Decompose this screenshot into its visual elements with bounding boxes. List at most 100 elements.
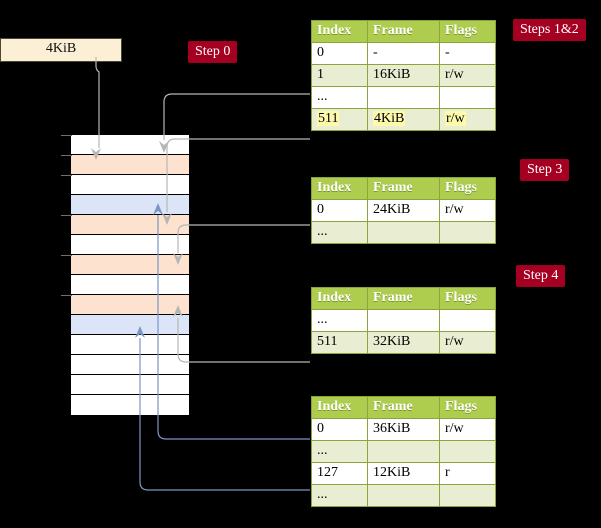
column-header-frame: Frame	[367, 396, 440, 419]
cell-frame: 24KiB	[367, 199, 440, 222]
cell-flags: r/w	[439, 64, 496, 87]
cell-flags	[439, 221, 496, 244]
cell-flags: r/w	[439, 108, 496, 131]
cell-flags	[439, 484, 496, 507]
memory-frame-row	[71, 175, 189, 195]
memory-frame-tick	[61, 255, 72, 256]
cell-flags: r	[439, 462, 496, 485]
memory-frame-row	[71, 215, 189, 235]
cell-frame	[367, 309, 440, 332]
memory-frame-tick	[61, 175, 72, 176]
memory-frame-row	[71, 375, 189, 395]
table-row: ...	[311, 484, 496, 507]
memory-frame-row	[71, 335, 189, 355]
memory-frame-row	[71, 355, 189, 375]
column-header-flags: Flags	[439, 396, 496, 419]
cell-index: 0	[311, 42, 368, 65]
badge-step-4: Step 4	[516, 265, 566, 287]
column-header-flags: Flags	[439, 287, 496, 310]
cell-index: ...	[311, 440, 368, 463]
source-frame-label: 4KiB	[45, 41, 77, 56]
highlighted-value: 511	[317, 111, 340, 126]
cell-flags: r/w	[439, 199, 496, 222]
column-header-frame: Frame	[367, 287, 440, 310]
memory-frame-tick	[61, 215, 72, 216]
cell-flags	[439, 86, 496, 109]
badge-step-3: Step 3	[520, 159, 570, 181]
column-header-flags: Flags	[439, 20, 496, 43]
table-row: ...	[311, 440, 496, 463]
table-row: ...	[311, 221, 496, 244]
cell-index: 511	[311, 331, 368, 354]
cell-frame: 32KiB	[367, 331, 440, 354]
cell-index: ...	[311, 86, 368, 109]
memory-frame-row	[71, 255, 189, 275]
cell-flags	[439, 440, 496, 463]
memory-frame-row	[71, 275, 189, 295]
table-row: ...	[311, 309, 496, 332]
column-header-index: Index	[311, 396, 368, 419]
column-header-frame: Frame	[367, 177, 440, 200]
memory-frame-row	[71, 195, 189, 215]
cell-index: ...	[311, 484, 368, 507]
cell-frame: 36KiB	[367, 418, 440, 441]
cell-index: 0	[311, 418, 368, 441]
memory-frame-row	[71, 315, 189, 335]
highlighted-value: r/w	[445, 111, 466, 126]
cell-index: 1	[311, 64, 368, 87]
cell-flags	[439, 309, 496, 332]
table-row: 0--	[311, 42, 496, 65]
column-header-frame: Frame	[367, 20, 440, 43]
cell-index: 0	[311, 199, 368, 222]
memory-frame-row	[71, 135, 189, 155]
cell-flags: r/w	[439, 331, 496, 354]
cell-index: 511	[311, 108, 368, 131]
badge-steps-1-2: Steps 1&2	[513, 19, 586, 41]
wire-mem-row9-to-l2-511	[177, 318, 310, 363]
cell-frame: 12KiB	[367, 462, 440, 485]
cell-flags: r/w	[439, 418, 496, 441]
source-frame-box: 4KiB	[0, 38, 122, 62]
column-header-index: Index	[311, 20, 368, 43]
cell-index: ...	[311, 221, 368, 244]
memory-frame-tick	[61, 295, 72, 296]
cell-frame: -	[367, 42, 440, 65]
cell-frame: 4KiB	[367, 108, 440, 131]
cell-flags: -	[439, 42, 496, 65]
cell-index: ...	[311, 309, 368, 332]
column-header-index: Index	[311, 287, 368, 310]
memory-frame-row	[71, 155, 189, 175]
table-row: ...	[311, 86, 496, 109]
memory-frame-tick	[61, 155, 72, 156]
memory-frame-row	[71, 295, 189, 315]
column-header-flags: Flags	[439, 177, 496, 200]
memory-frame-tick	[61, 135, 72, 136]
memory-frame-row	[71, 395, 189, 415]
badge-step-0: Step 0	[188, 41, 238, 63]
cell-index: 127	[311, 462, 368, 485]
column-header-index: Index	[311, 177, 368, 200]
table-row: 511 4KiB r/w	[311, 108, 496, 131]
highlighted-value: 4KiB	[373, 111, 406, 126]
cell-frame	[367, 484, 440, 507]
wire-l3-0-to-mem-row7	[177, 224, 310, 253]
physical-memory-column	[61, 134, 190, 416]
cell-frame	[367, 221, 440, 244]
cell-frame: 16KiB	[367, 64, 440, 87]
memory-frame-row	[71, 235, 189, 255]
cell-frame	[367, 86, 440, 109]
